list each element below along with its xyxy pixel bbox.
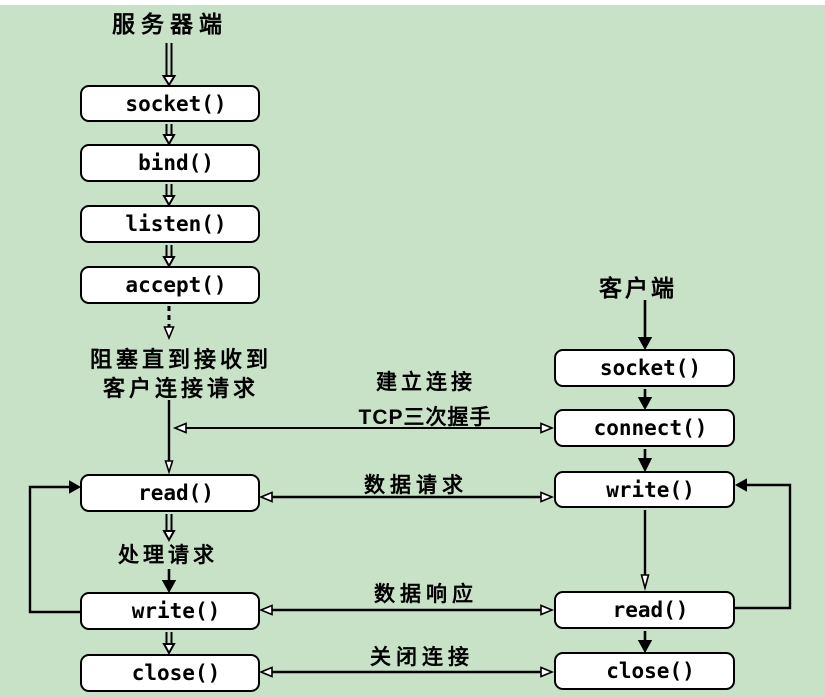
arrow-client-read-to-close bbox=[637, 631, 653, 654]
server-title: 服务器端 bbox=[112, 11, 228, 37]
close-connection-label: 关闭连接 bbox=[370, 646, 474, 669]
arrow-client-connect-to-write bbox=[637, 449, 653, 473]
loop-client-read-to-write bbox=[733, 478, 792, 610]
server-listen-box: listen() bbox=[80, 205, 260, 243]
client-connect-box: connect() bbox=[554, 409, 735, 447]
arrow-server-read-to-process bbox=[162, 514, 176, 543]
server-accept-box: accept() bbox=[80, 266, 260, 304]
arrow-server-title-to-socket bbox=[161, 43, 177, 87]
arrow-server-accept-to-blocking-note bbox=[163, 306, 175, 341]
arrow-server-note-to-read bbox=[164, 400, 174, 475]
arrow-client-title-to-socket bbox=[637, 300, 653, 351]
blocking-note-line1: 阻塞直到接收到 bbox=[89, 347, 273, 372]
client-write-box: write() bbox=[554, 471, 735, 508]
client-socket-box: socket() bbox=[554, 349, 735, 387]
server-close-box: close() bbox=[80, 654, 260, 692]
arrow-server-listen-to-accept bbox=[162, 245, 176, 269]
arrow-server-socket-to-bind bbox=[162, 124, 176, 147]
arrow-server-bind-to-listen bbox=[162, 184, 176, 208]
data-response-label: 数据响应 bbox=[374, 583, 478, 606]
top-edge-strip bbox=[0, 0, 825, 5]
server-read-box: read() bbox=[80, 474, 260, 512]
arrow-server-write-to-close bbox=[162, 632, 176, 656]
client-title: 客户端 bbox=[599, 275, 677, 301]
server-bind-box: bind() bbox=[80, 144, 260, 182]
data-request-label: 数据请求 bbox=[364, 474, 468, 497]
arrow-client-socket-to-connect bbox=[637, 389, 653, 411]
client-read-box: read() bbox=[554, 591, 735, 629]
loop-server-write-to-read bbox=[28, 480, 82, 614]
server-socket-box: socket() bbox=[80, 85, 260, 122]
establish-connection-label: 建立连接 bbox=[376, 371, 476, 394]
arrow-client-write-to-read bbox=[640, 510, 650, 592]
server-write-box: write() bbox=[80, 592, 260, 630]
arrow-server-process-to-write bbox=[161, 569, 177, 594]
client-close-box: close() bbox=[554, 652, 735, 690]
blocking-note-line2: 客户连接请求 bbox=[102, 376, 260, 401]
process-request-label: 处理请求 bbox=[118, 544, 218, 567]
tcp-handshake-label: TCP三次握手 bbox=[358, 406, 492, 429]
